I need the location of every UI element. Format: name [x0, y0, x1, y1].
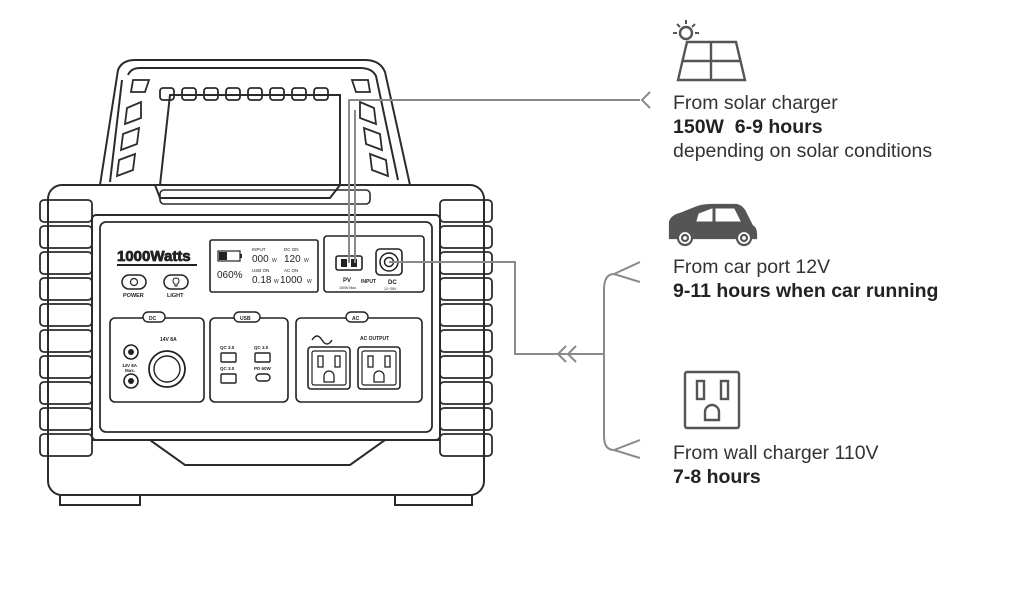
brand-logo: 1000Watts: [117, 248, 191, 265]
usb-pd-label: PD 60W: [254, 366, 272, 371]
dc-input-label: DC: [388, 280, 397, 286]
dc-output-section: DC 14V 8A Max. 14V 8A: [109, 311, 205, 403]
car-arrow-line: [613, 261, 641, 283]
usb-section-label: USB: [240, 316, 251, 322]
dc-on-label: DC ON: [284, 247, 299, 252]
input-label: INPUT: [252, 247, 266, 252]
usb-port-2[interactable]: [220, 373, 237, 384]
usb-qc-label-1: QC 3.0: [220, 345, 235, 350]
dc-port-small-label-1: 14V 8A: [122, 363, 138, 368]
ac-output-section: AC AC OUTPUT: [295, 311, 423, 403]
carry-handle: [98, 59, 412, 199]
car-icon: [668, 203, 758, 247]
input-panel: PV 150W Max. INPUT DC 12~28V: [323, 235, 425, 293]
wall-outlet-icon: [683, 370, 741, 430]
double-chevron-icon: [556, 345, 577, 363]
solar-line-3: depending on solar conditions: [673, 140, 933, 162]
input-panel-label: INPUT: [361, 279, 376, 285]
dc-port-1[interactable]: [123, 344, 139, 360]
usb-on-value: 0.18: [252, 275, 272, 286]
usb-qc-label-2: QC 3.0: [220, 366, 235, 371]
device-body: [39, 184, 493, 506]
battery-percent: 060%: [217, 270, 243, 281]
solar-connector-line: [348, 99, 640, 263]
solar-line-1: From solar charger: [673, 92, 838, 114]
ac-outlet-1[interactable]: [307, 346, 351, 390]
lightbulb-icon: [172, 277, 180, 287]
dc-port-2[interactable]: [123, 373, 139, 389]
pv-label: PV: [343, 278, 351, 284]
light-label: LIGHT: [167, 293, 184, 299]
usb-c-port[interactable]: [255, 373, 271, 382]
solar-arrow-head: [640, 91, 651, 109]
power-label: POWER: [123, 293, 144, 299]
usb-on-unit: W: [274, 279, 279, 285]
input-value: 000: [252, 254, 269, 265]
bracket-line: [603, 273, 615, 451]
power-icon: [129, 277, 139, 287]
input-unit: W: [272, 258, 277, 264]
lcd-display: 060% INPUT 000 W DC ON 120 W USB ON 0.18…: [209, 239, 319, 293]
usb-qc-label-3: QC 3.0: [254, 345, 269, 350]
wall-arrow-line: [613, 439, 641, 459]
usb-port-1[interactable]: [220, 352, 237, 363]
dc-section-label: DC: [149, 316, 157, 322]
usb-output-section: USB QC 3.0 QC 3.0 QC 3.0 PD 60W: [209, 311, 289, 403]
wall-line-2: 7-8 hours: [673, 466, 761, 488]
light-button[interactable]: LIGHT: [163, 274, 189, 299]
pv-sub-label: 150W Max.: [339, 286, 357, 290]
solar-line-2: 150W 6-9 hours: [673, 116, 823, 138]
wall-source-text: From wall charger 110V 7-8 hours: [673, 441, 879, 489]
dc-on-value: 120: [284, 254, 301, 265]
wall-line-1: From wall charger 110V: [673, 442, 879, 464]
ac-output-label: AC OUTPUT: [360, 336, 389, 342]
dc-connector-line: [389, 261, 605, 355]
car-source-text: From car port 12V 9-11 hours when car ru…: [673, 255, 938, 303]
ac-outlet-2[interactable]: [357, 346, 401, 390]
ac-on-unit: W: [307, 279, 312, 285]
car-line-1: From car port 12V: [673, 256, 831, 278]
solar-panel-icon: [673, 20, 747, 82]
dc-on-unit: W: [304, 258, 309, 264]
usb-on-label: USB ON: [252, 268, 269, 273]
car-socket-label: 14V 8A: [160, 337, 177, 343]
ac-on-label: AC ON: [284, 268, 298, 273]
usb-port-3[interactable]: [254, 352, 271, 363]
car-socket-port[interactable]: [148, 350, 186, 388]
car-line-2: 9-11 hours when car running: [673, 280, 939, 302]
power-button[interactable]: POWER: [121, 274, 147, 299]
dc-input-sub-label: 12~28V: [384, 287, 397, 291]
control-panel: 1000Watts POWER LIGHT 060% INPUT 000 W D…: [99, 221, 433, 433]
solar-source-text: From solar charger 150W 6-9 hours depend…: [673, 91, 932, 163]
ac-section-label: AC: [352, 316, 360, 322]
dc-port-small-label-2: Max.: [125, 368, 135, 373]
sine-wave-icon: [311, 335, 333, 345]
connector-lines: [348, 91, 651, 459]
ac-on-value: 1000: [280, 275, 303, 286]
